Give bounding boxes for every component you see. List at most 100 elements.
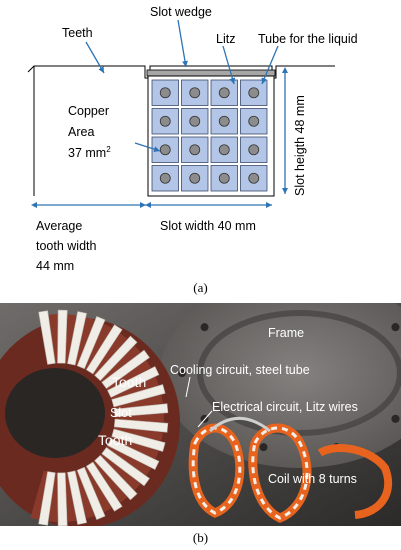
stator-tooth — [91, 333, 128, 377]
cooling-tube — [189, 87, 201, 99]
slot-liner — [113, 418, 169, 433]
slot-liner — [76, 466, 106, 520]
cooling-tube — [218, 87, 230, 99]
slot-wedge — [146, 69, 276, 77]
slot-liner — [38, 471, 56, 526]
cooling-tube — [189, 172, 201, 184]
bolt-hole — [391, 414, 400, 423]
copper-label-2: Area — [68, 125, 94, 139]
coil-3 — [317, 444, 393, 519]
cooling-tube — [248, 172, 260, 184]
cooling-label: Cooling circuit, steel tube — [170, 363, 310, 377]
slot-liner — [67, 311, 87, 366]
slot-liner — [107, 366, 160, 398]
stator-tooth — [105, 360, 151, 392]
slot-liner — [113, 403, 169, 418]
slot-liner — [111, 384, 166, 408]
cooling-tube — [189, 144, 201, 156]
stator-outline — [27, 65, 335, 79]
slot-liners — [38, 309, 169, 526]
stator-teeth — [30, 314, 164, 522]
copper-label-1: Copper — [68, 104, 109, 118]
slot-liner — [85, 461, 123, 512]
cooling-tube — [218, 144, 230, 156]
stator-tooth — [105, 444, 151, 476]
avg-width-label-1: Average — [36, 219, 82, 233]
tooth-label-2: Tooth — [98, 432, 132, 448]
electrical-label: Electrical circuit, Litz wires — [212, 400, 358, 414]
slot-liner — [101, 349, 150, 389]
slot-liner — [76, 316, 106, 370]
stator-tooth — [48, 472, 60, 522]
stator-tooth — [113, 395, 163, 411]
stator-photo: Frame Cooling circuit, steel tube Tooth … — [0, 303, 401, 526]
stator-tooth — [113, 425, 163, 441]
tube-label: Tube for the liquid — [258, 32, 358, 46]
cooling-pointer — [185, 376, 191, 398]
litz-grid — [151, 79, 268, 192]
stator-tooth — [99, 452, 141, 491]
slot-liner — [38, 310, 56, 365]
slot-width-label: Slot width 40 mm — [160, 219, 256, 233]
slot-liner — [107, 438, 160, 470]
bolt-hole — [391, 323, 400, 332]
cooling-tube — [159, 172, 171, 184]
coil-2 — [248, 423, 312, 523]
stator-tooth — [73, 317, 95, 367]
slot-diagram: Teeth Slot wedge Litz Tube for the liqui… — [27, 5, 358, 273]
slot-liner — [67, 470, 87, 525]
stator-tooth — [110, 434, 159, 459]
slot-liner — [57, 309, 68, 364]
slot-height-label: Slot heigth 48 mm — [293, 95, 307, 196]
cooling-tube — [159, 115, 171, 127]
slot-liner — [94, 455, 138, 501]
frame-label: Frame — [268, 326, 304, 340]
slot-wedge-label: Slot wedge — [150, 5, 212, 19]
slot-liner — [85, 324, 123, 375]
slot-liner — [94, 335, 138, 381]
electrical-pointer — [197, 410, 213, 428]
stator-tooth — [48, 314, 60, 364]
caption-a: (a) — [193, 280, 208, 295]
coil-label: Coil with 8 turns — [268, 472, 357, 486]
stator-tooth — [99, 345, 141, 384]
cooling-tube — [218, 115, 230, 127]
slot-liner — [57, 472, 68, 526]
stator-tooth — [73, 469, 95, 519]
teeth-arrow — [85, 41, 105, 74]
litz-label: Litz — [216, 32, 235, 46]
stator-tooth — [82, 323, 112, 371]
slot-liner — [111, 428, 166, 452]
litz-cell — [210, 79, 238, 106]
copper-area-arrow — [134, 142, 161, 153]
stator-tooth — [30, 470, 50, 520]
tooth-label-1: Tooth — [112, 374, 146, 390]
cooling-tube — [159, 144, 171, 156]
cooling-tube — [159, 87, 171, 99]
steel-tube — [208, 416, 271, 433]
copper-label-3: 37 mm2 — [68, 145, 111, 160]
stator-tooth — [82, 465, 112, 513]
caption-b: (b) — [192, 530, 209, 545]
cooling-tube — [189, 115, 201, 127]
tube-arrow — [261, 45, 279, 85]
avg-width-label-2: tooth width — [36, 239, 97, 253]
litz-arrow — [222, 45, 236, 85]
teeth-label: Teeth — [62, 26, 93, 40]
stator-tooth — [110, 377, 159, 402]
litz-cell — [240, 165, 268, 192]
cooling-tube — [248, 144, 260, 156]
slot-label: Slot — [110, 406, 132, 420]
stator-tooth — [91, 459, 128, 503]
cooling-tube — [218, 172, 230, 184]
bolt-hole — [200, 323, 209, 332]
cooling-tube — [248, 87, 260, 99]
slot-wedge-arrow — [177, 19, 188, 68]
bolt-hole — [178, 369, 186, 377]
cooling-tube — [248, 115, 260, 127]
bolt-hole — [259, 443, 268, 452]
stator-tooth — [63, 314, 77, 364]
litz-cell — [240, 136, 268, 163]
slot-liner — [101, 447, 150, 487]
stator-tooth — [63, 472, 77, 522]
